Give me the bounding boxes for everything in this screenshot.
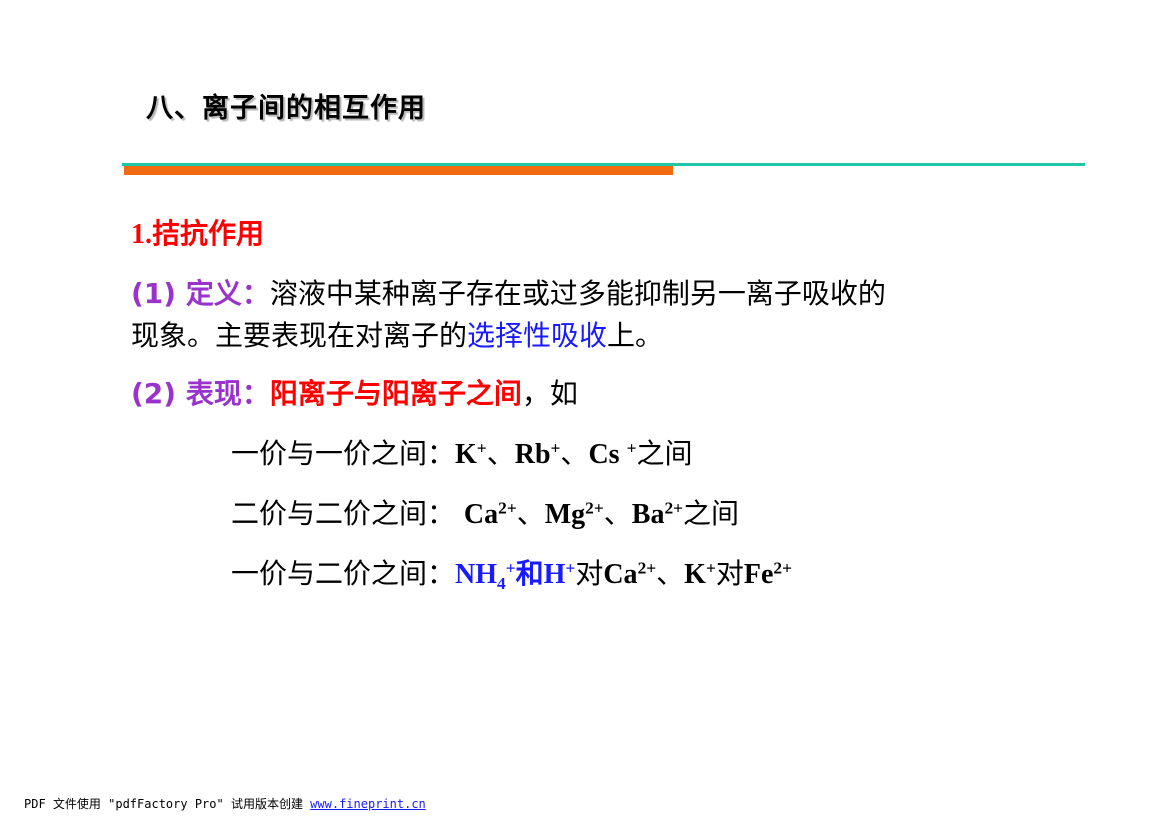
ion-charge: + [626,438,637,458]
slide-title: 八、离子间的相互作用 [146,93,426,124]
definition-text-b: 现象。主要表现在对离子的 [131,319,468,352]
example-divalent: 二价与二价之间： Ca2+、Mg2+、Ba2+之间 [231,496,739,533]
ion-symbol: Rb [514,439,551,470]
calcium-charge: 2+ [637,558,657,578]
iron-charge: 2+ [773,558,792,578]
potassium-symbol: K [684,559,706,590]
iron-symbol: Fe [743,559,774,590]
pdf-watermark-footer: PDF 文件使用 "pdfFactory Pro" 试用版本创建 www.fin… [24,795,426,812]
definition-highlight: 选择性吸收 [467,319,608,352]
example-prefix: 一价与一价之间： [231,437,456,470]
ion-charge: 2+ [498,498,517,518]
ion-charge: 2+ [664,498,684,518]
manifestation-suffix: ，如 [521,377,578,410]
ion-symbol: Ca [463,499,499,530]
potassium-charge: + [705,558,716,578]
ion-separator: 、 [486,437,515,470]
ion-symbol: K [455,439,477,470]
calcium-symbol: Ca [603,559,638,590]
ion-symbol: Cs [588,439,627,470]
ion-separator: 、 [516,497,545,530]
definition-text-c: 上。 [607,319,664,352]
ion-charge: + [550,438,561,458]
conjunction-text: 和 [515,557,544,590]
hydrogen-charge: + [565,558,576,578]
example-prefix: 一价与二价之间： [231,557,456,590]
ion-charge: + [476,438,487,458]
definition-label: (1) 定义： [131,277,270,310]
example-prefix: 二价与二价之间： [231,497,464,530]
example-mixed: 一价与二价之间：NH4+和H+对Ca2+、K+对Fe2+ [231,556,792,593]
versus-text: 对 [575,557,604,590]
section-heading-text: 拮抗作用 [152,217,265,250]
ammonium-subscript: 4 [497,574,506,594]
ion-separator: 、 [603,497,632,530]
manifestation-highlight: 阳离子与阳离子之间 [269,377,522,410]
example-suffix: 之间 [683,497,740,530]
ion-symbol: Mg [544,499,586,530]
footer-link[interactable]: www.fineprint.cn [310,797,426,811]
ion-symbol: Ba [631,499,665,530]
hydrogen-symbol: H [543,559,566,590]
versus-text: 对 [715,557,744,590]
ammonium-symbol: NH [455,559,498,590]
example-monovalent: 一价与一价之间：K+、Rb+、Cs +之间 [231,436,692,473]
manifestation-line: (2) 表现：阳离子与阳离子之间，如 [131,376,578,412]
ammonium-charge: + [505,558,516,578]
example-suffix: 之间 [636,437,693,470]
title-accent-bar [124,166,673,175]
section-heading: 1.拮抗作用 [131,216,264,253]
section-number: 1. [131,219,152,250]
title-divider-line [122,163,1085,166]
definition-line-1: (1) 定义：溶液中某种离子存在或过多能抑制另一离子吸收的 [131,276,886,312]
ion-separator: 、 [656,557,685,590]
ion-separator: 、 [560,437,589,470]
definition-text-a: 溶液中某种离子存在或过多能抑制另一离子吸收的 [269,277,886,310]
manifestation-label: (2) 表现： [131,377,270,410]
definition-line-2: 现象。主要表现在对离子的选择性吸收上。 [131,318,663,354]
ion-charge: 2+ [585,498,604,518]
footer-text: PDF 文件使用 "pdfFactory Pro" 试用版本创建 [24,797,311,811]
